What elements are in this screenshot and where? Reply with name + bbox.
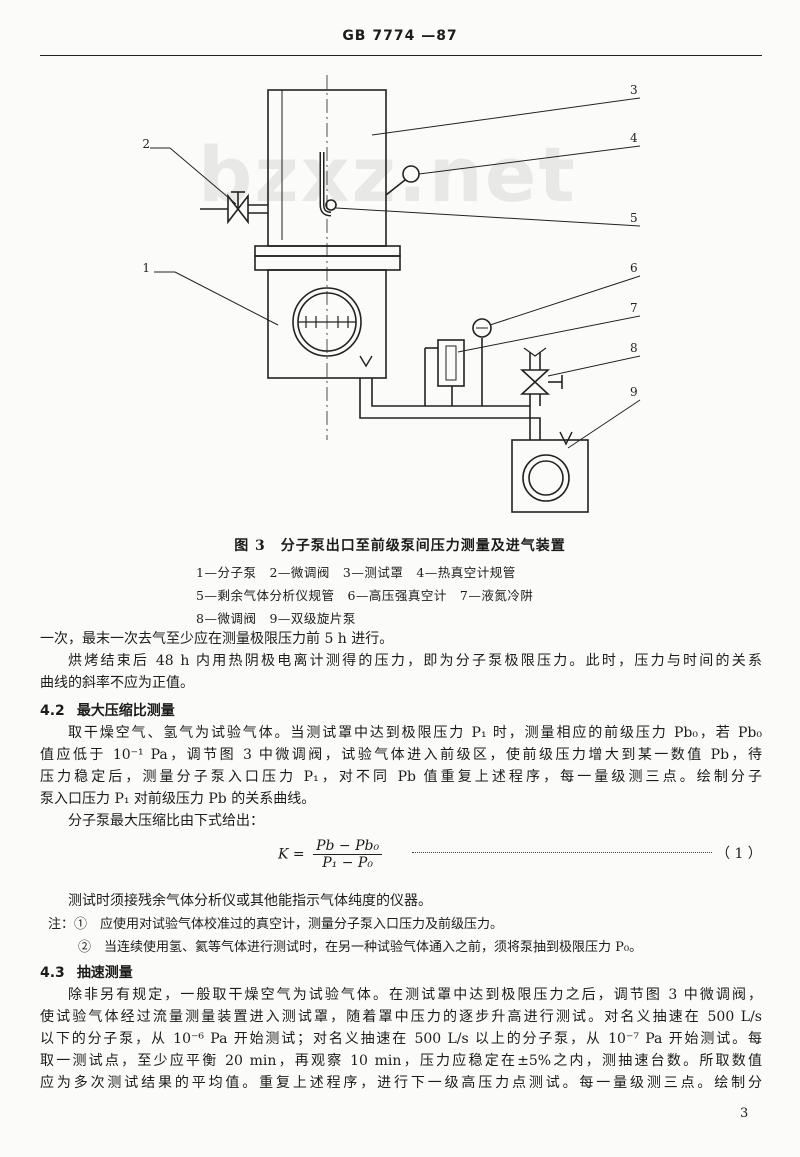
formula-denominator: P₁ − P₀ <box>322 855 373 871</box>
foreline-pipe <box>359 378 541 440</box>
text-line: 值应低于 10⁻¹ Pa，调节图 3 中微调阀，试验气体进入前级区，使前级压力增… <box>40 747 762 763</box>
header-rule <box>40 55 762 56</box>
legend-line-1: 1—分子泵 2—微调阀 3—测试罩 4—热真空计规管 <box>196 565 516 580</box>
standard-number: GB 7774 —87 <box>342 28 458 44</box>
legend-line-2: 5—剩余气体分析仪规管 6—高压强真空计 7—液氮冷阱 <box>196 588 534 603</box>
pump-rotor <box>292 287 362 357</box>
text-line: 压力稳定后，测量分子泵入口压力 P₁，对不同 Pb 值重复上述程序，每一量级测三… <box>40 769 762 785</box>
text-line: 使试验气体经过流量测量装置进入测试罩，随着罩中压力的逐步升高进行测试。对名义抽速… <box>40 1009 762 1025</box>
text-line: 应为多次测试结果的平均值。重复上述程序，进行下一级高压力点测试。每一量级测三点。… <box>40 1075 762 1091</box>
molecular-pump <box>267 269 387 379</box>
fine-valve-2 <box>227 193 249 225</box>
high-pressure-gauge-6 <box>472 318 492 338</box>
section-title: 抽速测量 <box>76 965 133 981</box>
note-2: ② 当连续使用氢、氦等气体进行测试时，在另一种试验气体通入之前，须将泵抽到极限压… <box>78 940 643 955</box>
formula-leader-dots <box>412 852 712 853</box>
callout-6: 6 <box>630 261 638 275</box>
legend-line-3: 8—微调阀 9—双级旋片泵 <box>196 611 356 626</box>
equation-number: （ 1 ） <box>716 846 762 862</box>
callout-7: 7 <box>630 301 638 315</box>
text-line: 除非另有规定，一般取干燥空气为试验气体。在测试罩中达到极限压力之后，调节图 3 … <box>68 987 762 1003</box>
rotary-pump-9 <box>511 439 589 513</box>
ln2-trap-7 <box>437 339 465 387</box>
paragraph-compression-ratio: 取干燥空气、氢气为试验气体。当测试罩中达到极限压力 P₁ 时，测量相应的前级压力… <box>40 722 762 832</box>
callout-1: 1 <box>142 261 150 275</box>
text-line: 取一测试点，至少应平衡 20 min，再观察 10 min，压力应稳定在±5%之… <box>40 1053 762 1069</box>
text-line: 烘烤结束后 48 h 内用热阴极电离计测得的压力，即为分子泵极限压力。此时，压力… <box>68 653 762 669</box>
paragraph-pumping-speed: 除非另有规定，一般取干燥空气为试验气体。在测试罩中达到极限压力之后，调节图 3 … <box>40 984 762 1094</box>
section-number: 4.3 <box>40 965 65 981</box>
callout-3: 3 <box>630 83 638 97</box>
flange <box>254 245 401 257</box>
formula-lhs: K = <box>278 846 305 863</box>
page-number: 3 <box>740 1106 749 1121</box>
callout-2: 2 <box>142 137 150 151</box>
formula-numerator: Pb − Pb₀ <box>313 838 383 855</box>
paragraph-ultimate-pressure: 一次，最末一次去气至少应在测量极限压力前 5 h 进行。 烘烤结束后 48 h … <box>40 628 762 694</box>
callout-5: 5 <box>630 211 638 225</box>
text-line: 分子泵最大压缩比由下式给出： <box>68 813 264 829</box>
callout-4: 4 <box>630 131 638 145</box>
text-line: 曲线的斜率不应为正值。 <box>40 675 194 691</box>
section-number: 4.2 <box>40 703 65 719</box>
note-1: 注：① 应使用对试验气体校准过的真空计，测量分子泵入口压力及前级压力。 <box>48 917 504 932</box>
paragraph-instrument: 测试时须接残余气体分析仪或其他能指示气体纯度的仪器。 <box>40 890 762 912</box>
text-line: 取干燥空气、氢气为试验气体。当测试罩中达到极限压力 P₁ 时，测量相应的前级压力… <box>68 725 762 741</box>
text-line: 测试时须接残余气体分析仪或其他能指示气体纯度的仪器。 <box>68 893 432 909</box>
formula-k: K = Pb − Pb₀ P₁ − P₀ <box>278 838 383 871</box>
text-line: 以下的分子泵，从 10⁻⁶ Pa 开始测试；对名义抽速在 500 L/s 以上的… <box>40 1031 762 1047</box>
text-line: 泵入口压力 P₁ 对前级压力 Pb 的关系曲线。 <box>40 791 316 807</box>
figure-caption: 图 3 分子泵出口至前级泵间压力测量及进气装置 <box>234 538 566 554</box>
callout-9: 9 <box>630 385 638 399</box>
apparatus-diagram: 1 2 3 4 5 6 7 8 9 <box>142 75 641 513</box>
section-title: 最大压缩比测量 <box>76 703 175 719</box>
text-line: 一次，最末一次去气至少应在测量极限压力前 5 h 进行。 <box>40 631 394 647</box>
thermal-gauge-4 <box>402 165 420 183</box>
fine-valve-8 <box>519 369 551 395</box>
section-heading-4-2: 4.2 最大压缩比测量 <box>40 700 175 720</box>
formula-fraction: Pb − Pb₀ P₁ − P₀ <box>313 838 383 871</box>
callout-8: 8 <box>630 341 638 355</box>
section-heading-4-3: 4.3 抽速测量 <box>40 962 133 982</box>
